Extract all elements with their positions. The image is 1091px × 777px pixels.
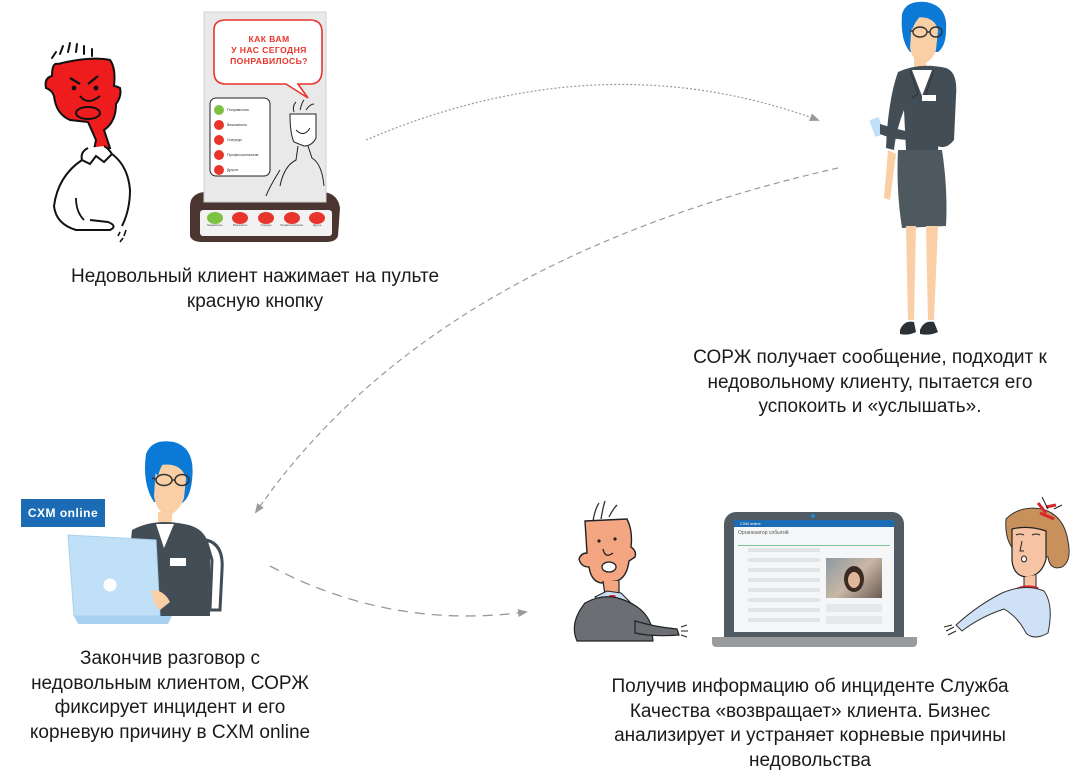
step-2-caption: СОРЖ получает сообщение, подходит к недо…: [660, 346, 1080, 420]
screen: CXM online Организатор событий: [734, 520, 894, 632]
caption-line: Недовольный клиент нажимает на пульте: [70, 266, 440, 287]
smiley-happy-icon: [206, 212, 223, 224]
caption-line: недовольства: [749, 749, 871, 771]
smiley-sad-icon: [232, 212, 249, 224]
screen-divider: [738, 545, 890, 546]
smiley-sad-icon: [309, 212, 326, 224]
step-1-caption: Недовольный клиент нажимает на пульте кр…: [30, 265, 480, 314]
caption-line: красную кнопку: [186, 290, 324, 312]
option-row: Очереди: [214, 132, 270, 147]
caption-line: фиксирует инцидент и его: [54, 697, 286, 718]
terminal-button-professionalism[interactable]: Профессионализм: [279, 212, 304, 227]
terminal-button-other[interactable]: Другое: [305, 212, 330, 227]
smiley-sad-icon: [214, 149, 224, 160]
terminal-button-politeness[interactable]: Вежливость: [228, 212, 253, 227]
arrow-step1-to-step2: [365, 83, 820, 141]
terminal-button-queues[interactable]: Очереди: [253, 212, 278, 227]
feedback-terminal: КАК ВАМ У НАС СЕГОДНЯ ПОНРАВИЛОСЬ? Понра…: [186, 10, 342, 244]
caption-line: недовольному клиенту, пытается его: [707, 371, 1033, 393]
laptop-base: [712, 637, 917, 647]
angry-client-illustration: [44, 42, 132, 243]
caption-line: Качества «возвращает» клиента. Бизнес: [629, 700, 991, 722]
button-caption: Очереди: [260, 224, 272, 227]
arrow-step3-to-step4: [269, 565, 528, 618]
screen-form: [748, 548, 820, 628]
terminal-button-liked[interactable]: Понравилось: [202, 212, 227, 227]
name-badge: [170, 558, 186, 566]
option-label: Очереди: [227, 137, 242, 142]
option-row: Вежливость: [214, 117, 270, 132]
caption-line: Закончив разговор с: [79, 648, 261, 669]
laptop-lid: CXM online Организатор событий: [724, 512, 904, 637]
caption-line: Получив информацию об инциденте Служба: [611, 676, 1009, 697]
terminal-question: КАК ВАМ У НАС СЕГОДНЯ ПОНРАВИЛОСЬ?: [216, 34, 322, 67]
caption-line: недовольным клиентом, СОРЖ: [31, 672, 309, 694]
screen-topbar: CXM online: [734, 520, 894, 527]
button-caption: Другое: [313, 224, 322, 227]
caption-line: успокоить и «услышать».: [758, 396, 982, 417]
option-row: Другое: [214, 162, 270, 177]
option-row: Понравилось: [214, 102, 270, 117]
smiley-sad-icon: [214, 134, 224, 145]
laptop-cxm-screen: CXM online Организатор событий: [712, 512, 917, 650]
employee-laptop-illustration: [67, 441, 224, 624]
option-label: Вежливость: [227, 122, 248, 127]
caption-line: анализирует и устраняет корневые причины: [614, 725, 1006, 746]
caption-line: СОРЖ получает сообщение, подходит к: [693, 347, 1047, 368]
option-row: Профессионализм: [214, 147, 270, 162]
smiley-happy-icon: [214, 104, 224, 115]
smiley-sad-icon: [214, 164, 224, 175]
employee-standing-illustration: [869, 1, 957, 335]
screen-app-name: CXM online: [740, 521, 761, 526]
button-caption: Понравилось: [206, 224, 223, 227]
option-label: Понравилось: [227, 107, 250, 112]
screen-video-thumbnail: [826, 558, 882, 598]
option-label: Другое: [227, 167, 239, 172]
webcam-dot: [811, 514, 815, 518]
question-line: У НАС СЕГОДНЯ: [231, 45, 307, 55]
button-caption: Вежливость: [233, 224, 248, 227]
smiley-sad-icon: [214, 119, 224, 130]
arrow-step2-to-step3: [254, 167, 839, 514]
question-line: ПОНРАВИЛОСЬ?: [230, 56, 308, 66]
question-line: КАК ВАМ: [248, 34, 290, 44]
terminal-option-list: Понравилось Вежливость Очереди Профессио…: [214, 102, 270, 177]
returning-client-woman-illustration: [943, 496, 1070, 638]
cxm-online-badge: CXM online: [21, 499, 105, 527]
caption-line: корневую причину в CXM online: [29, 721, 311, 743]
smiley-sad-icon: [257, 212, 274, 224]
name-badge: [922, 95, 936, 101]
option-label: Профессионализм: [227, 152, 259, 157]
terminal-buttons: Понравилось Вежливость Очереди Профессио…: [202, 212, 330, 227]
business-man-illustration: [573, 500, 688, 642]
step-3-caption: Закончив разговор с недовольным клиентом…: [0, 647, 340, 745]
smiley-sad-icon: [283, 212, 300, 224]
button-caption: Профессионализм: [280, 224, 303, 227]
cxm-logo-text: CXM online: [27, 506, 99, 520]
screen-page-title: Организатор событий: [738, 530, 789, 536]
step-4-caption: Получив информацию об инциденте Служба К…: [570, 675, 1050, 773]
